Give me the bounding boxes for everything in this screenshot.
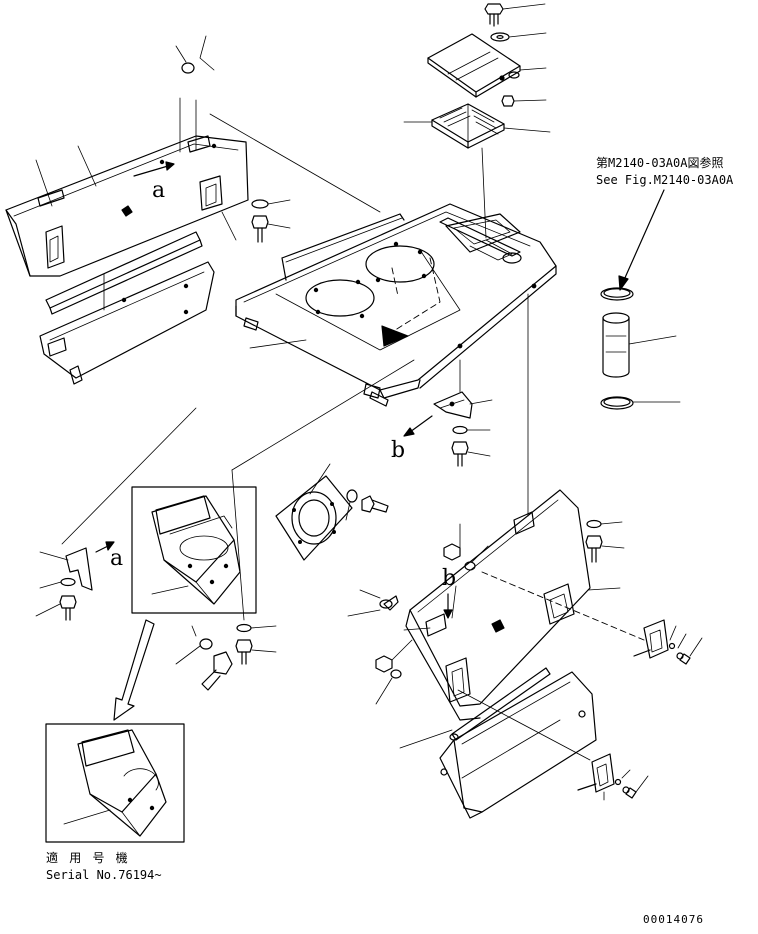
- gasket-bolt: [361, 495, 389, 513]
- view-b-arrow-right: [443, 593, 453, 619]
- main-top-panel: [235, 203, 557, 407]
- long-rod: [449, 667, 551, 741]
- reference-note-english: See Fig.M2140-03A0A: [596, 173, 734, 187]
- view-label-a-left: a: [110, 546, 124, 571]
- left-bracket: [39, 407, 197, 591]
- right-washer-lower: [375, 669, 402, 705]
- hose-clamp-lower: [600, 396, 681, 410]
- lower-housing: [399, 671, 597, 819]
- upper-latch: [633, 619, 703, 665]
- serial-note-english: Serial No.76194~: [46, 868, 162, 882]
- box-right-bolt: [235, 639, 277, 665]
- top-washer: [490, 32, 547, 42]
- serial-pointer-arrow: [113, 619, 155, 721]
- box-washer: [175, 638, 213, 665]
- left-clip: [347, 589, 399, 617]
- view-label-a-top: a: [152, 178, 166, 203]
- left-washer: [39, 577, 76, 589]
- lower-left-guard: [39, 261, 215, 385]
- view-b-arrow: [403, 415, 433, 437]
- air-box: [151, 495, 241, 605]
- right-side-panel: [405, 293, 591, 721]
- reference-arrow: [618, 189, 665, 291]
- top-cover-plate: [427, 33, 547, 98]
- view-a-frame: [131, 486, 257, 614]
- drawing-code: 00014076: [643, 913, 704, 926]
- right-top-washer: [586, 519, 623, 529]
- hose-clamp-upper: [600, 287, 634, 301]
- seal-strip: [45, 231, 203, 315]
- box-right-washer: [236, 623, 277, 633]
- left-bolt: [35, 595, 77, 621]
- top-left-small-bolt: [175, 35, 215, 74]
- view-a-arrow-top: [133, 161, 175, 177]
- intake-hose: [602, 312, 677, 378]
- top-left-washer: [251, 199, 291, 209]
- top-nut: [501, 95, 547, 107]
- reference-note-japanese: 第M2140-03A0A図参照: [596, 156, 724, 170]
- inset-box: [63, 729, 167, 837]
- view-label-b-right: b: [442, 566, 457, 591]
- center-bracket: [433, 359, 493, 419]
- serial-note-japanese: 適 用 号 機: [46, 851, 130, 865]
- center-bolt: [451, 441, 491, 467]
- right-washer-upper: [464, 545, 489, 571]
- right-nut-lower: [375, 639, 413, 673]
- view-a-arrow-left: [95, 541, 115, 553]
- top-bolt: [484, 3, 546, 27]
- box-bolt: [191, 625, 233, 691]
- lower-latch: [577, 753, 649, 801]
- center-washer: [452, 425, 491, 435]
- gasket-washer: [345, 489, 358, 521]
- gasket-plate: [275, 463, 353, 561]
- view-label-b-mid: b: [391, 438, 406, 463]
- top-left-guard: [5, 97, 381, 277]
- top-filter-element: [403, 103, 551, 149]
- right-top-bolt: [585, 535, 625, 563]
- serial-inset-frame: [45, 723, 185, 843]
- right-nut-upper: [443, 523, 461, 561]
- top-left-bolt: [251, 215, 291, 243]
